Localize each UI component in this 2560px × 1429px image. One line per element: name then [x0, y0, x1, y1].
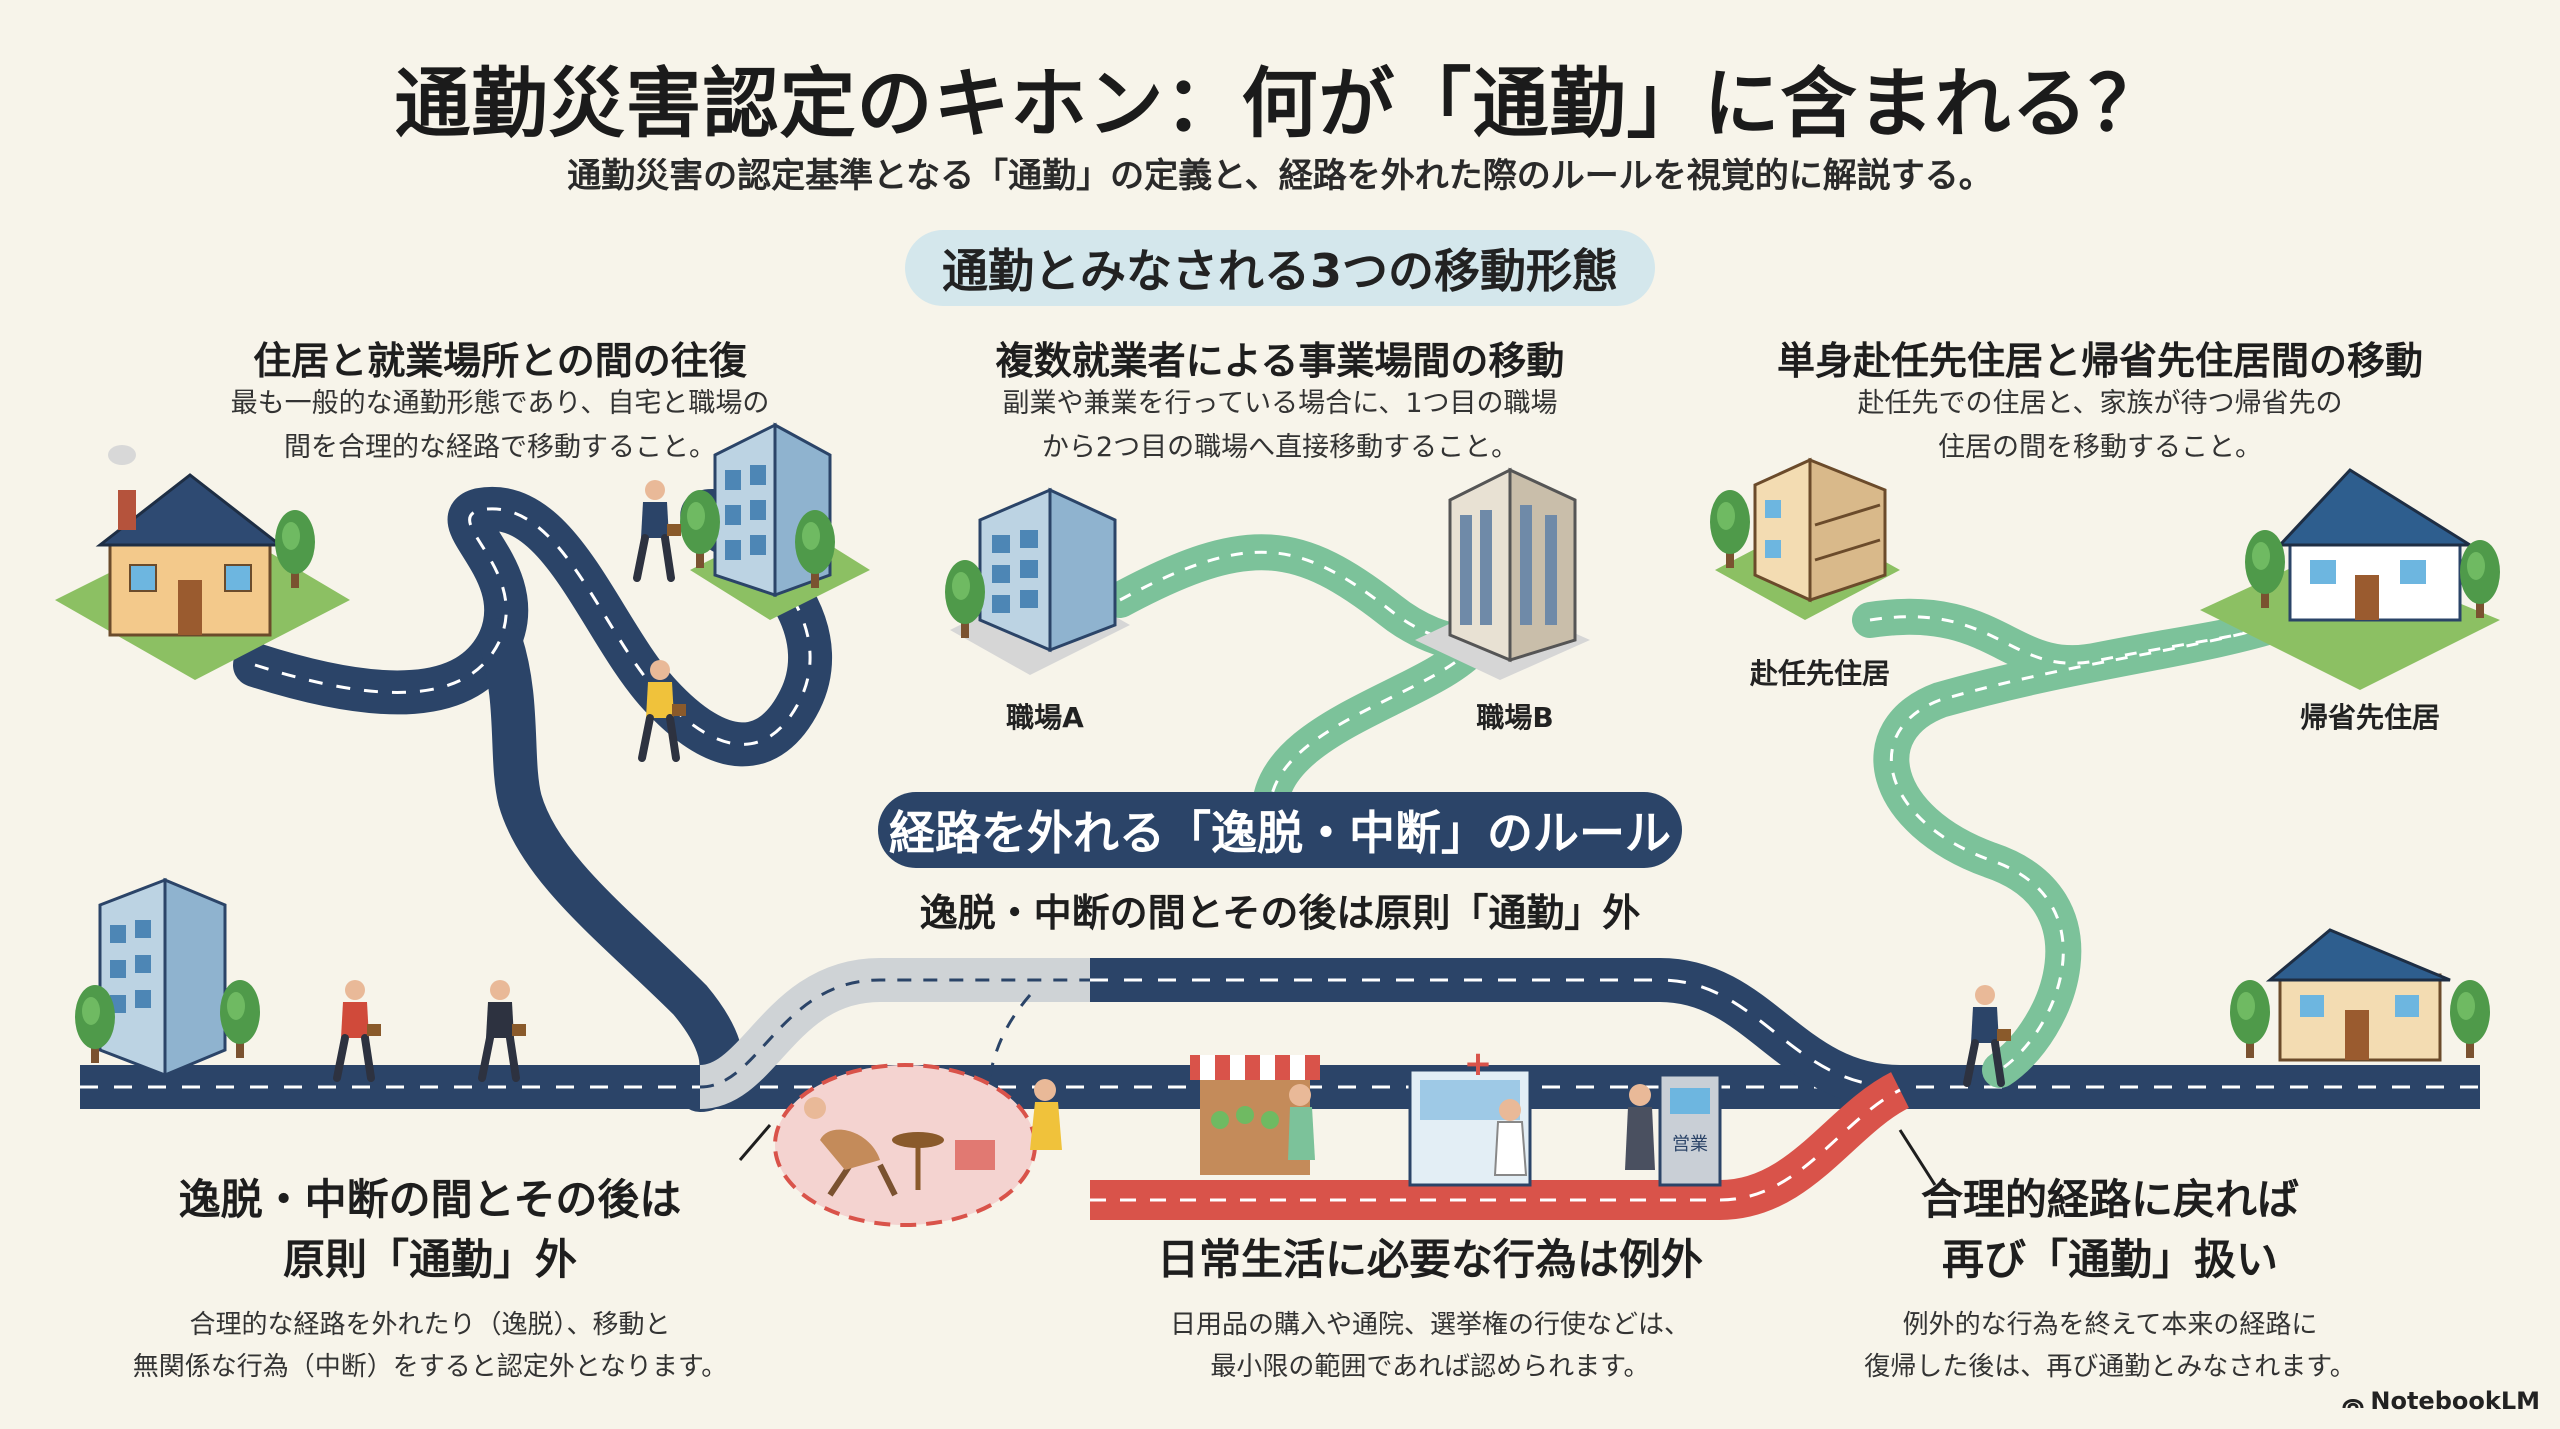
- clinic-icon: +: [1408, 1044, 1532, 1187]
- rule-middle-desc-1: 日用品の購入や通院、選挙権の行使などは、: [1169, 1310, 1690, 1340]
- market-stall-icon: [1190, 1055, 1320, 1175]
- pointer-line-left: [738, 1124, 772, 1161]
- commuter-icon-3: [337, 980, 381, 1078]
- rule-left-desc-1: 合理的な経路を外れたり（逸脱）、移動と: [189, 1310, 671, 1340]
- rule-left-heading-2: 原則「通勤」外: [282, 1235, 577, 1284]
- office-building-icon-work-b: [1415, 467, 1590, 680]
- place-label-work-b: 職場B: [1476, 701, 1554, 734]
- rule-right-desc-2: 復帰した後は、再び通勤とみなされます。: [1864, 1352, 2356, 1382]
- type-desc-line: 副業や兼業を行っている場合に、1つ目の職場: [1002, 388, 1558, 419]
- rule-block-middle: 日常生活に必要な行為は例外 日用品の購入や通院、選挙権の行使などは、 最小限の範…: [1080, 1230, 1780, 1388]
- road-red-exception: [1090, 1072, 1910, 1220]
- type-desc-line: 赴任先での住居と、家族が待つ帰省先の: [1857, 388, 2343, 419]
- rule-left-heading-1: 逸脱・中断の間とその後は: [178, 1175, 682, 1224]
- page-subtitle: 通勤災害の認定基準となる「通勤」の定義と、経路を外れた際のルールを視覚的に解説す…: [567, 156, 1993, 196]
- detour-break-area: [773, 1063, 1062, 1227]
- section-heading-commute-types: 通勤とみなされる3つの移動形態: [905, 230, 1655, 306]
- type-desc-line: 最も一般的な通勤形態であり、自宅と職場の: [230, 388, 770, 419]
- road-green-homes: [1852, 598, 2296, 1088]
- atm-icon: 営業: [1625, 1073, 1722, 1187]
- office-building-icon-bottom-left: [75, 877, 260, 1078]
- brand-watermark: NotebookLM: [2342, 1387, 2540, 1415]
- type-desc-assignment: 赴任先での住居と、家族が待つ帰省先の 住居の間を移動すること。: [1720, 382, 2480, 470]
- clinic-cross-sign: +: [1464, 1044, 1493, 1084]
- type-desc-multi-work: 副業や兼業を行っている場合に、1つ目の職場 から2つ目の職場へ直接移動すること。: [930, 382, 1630, 470]
- rule-middle-heading: 日常生活に必要な行為は例外: [1156, 1235, 1703, 1284]
- rule-right-heading-1: 合理的経路に戻れば: [1920, 1175, 2299, 1224]
- office-building-icon-top: [680, 422, 870, 620]
- rule-block-right: 合理的経路に戻れば 再び「通勤」扱い 例外的な行為を終えて本来の経路に 復帰した…: [1800, 1170, 2420, 1388]
- rule-right-desc-1: 例外的な行為を終えて本来の経路に: [1902, 1310, 2318, 1340]
- rule-right-heading-2: 再び「通勤」扱い: [1941, 1235, 2278, 1284]
- pointer-line-right: [1898, 1129, 1937, 1186]
- brand-name: NotebookLM: [2370, 1387, 2540, 1415]
- notebooklm-logo-icon: [2342, 1399, 2364, 1409]
- section-heading-detour-rules: 経路を外れる「逸脱・中断」のルール: [878, 792, 1682, 868]
- house-icon-home: [55, 445, 350, 680]
- commuter-icon-1: [637, 480, 681, 578]
- house-icon-family-home: [2200, 468, 2500, 690]
- rule-left-desc-2: 無関係な行為（中断）をすると認定外となります。: [132, 1352, 728, 1382]
- rule-middle-desc-2: 最小限の範囲であれば認められます。: [1210, 1352, 1650, 1382]
- house-icon-bottom-right: [2230, 928, 2490, 1062]
- type-heading-multi-work: 複数就業者による事業場間の移動: [995, 339, 1565, 383]
- road-green-work-a-b: [1102, 534, 1490, 838]
- office-building-icon-work-a: [945, 487, 1130, 675]
- type-desc-home-work: 最も一般的な通勤形態であり、自宅と職場の 間を合理的な経路で移動すること。: [150, 382, 850, 470]
- type-desc-line: 間を合理的な経路で移動すること。: [284, 432, 716, 463]
- rule-block-left: 逸脱・中断の間とその後は 原則「通勤」外 合理的な経路を外れたり（逸脱）、移動と…: [130, 1170, 730, 1388]
- type-desc-line: 住居の間を移動すること。: [1938, 432, 2262, 463]
- apartment-icon-assignment-home: [1710, 457, 1900, 620]
- place-label-work-a: 職場A: [1006, 701, 1084, 734]
- type-heading-assignment: 単身赴任先住居と帰省先住居間の移動: [1776, 339, 2423, 383]
- type-desc-line: から2つ目の職場へ直接移動すること。: [1041, 432, 1519, 463]
- type-heading-home-work: 住居と就業場所との間の往復: [253, 339, 747, 383]
- page-title: 通勤災害認定のキホン：何が「通勤」に含まれる？: [394, 59, 2166, 148]
- place-label-assignment-home: 赴任先住居: [1749, 657, 1890, 690]
- rule-center-label: 逸脱・中断の間とその後は原則「通勤」外: [919, 891, 1641, 935]
- place-label-family-home: 帰省先住居: [2299, 701, 2440, 734]
- commuter-icon-4: [482, 980, 526, 1078]
- atm-sign: 営業: [1672, 1134, 1708, 1155]
